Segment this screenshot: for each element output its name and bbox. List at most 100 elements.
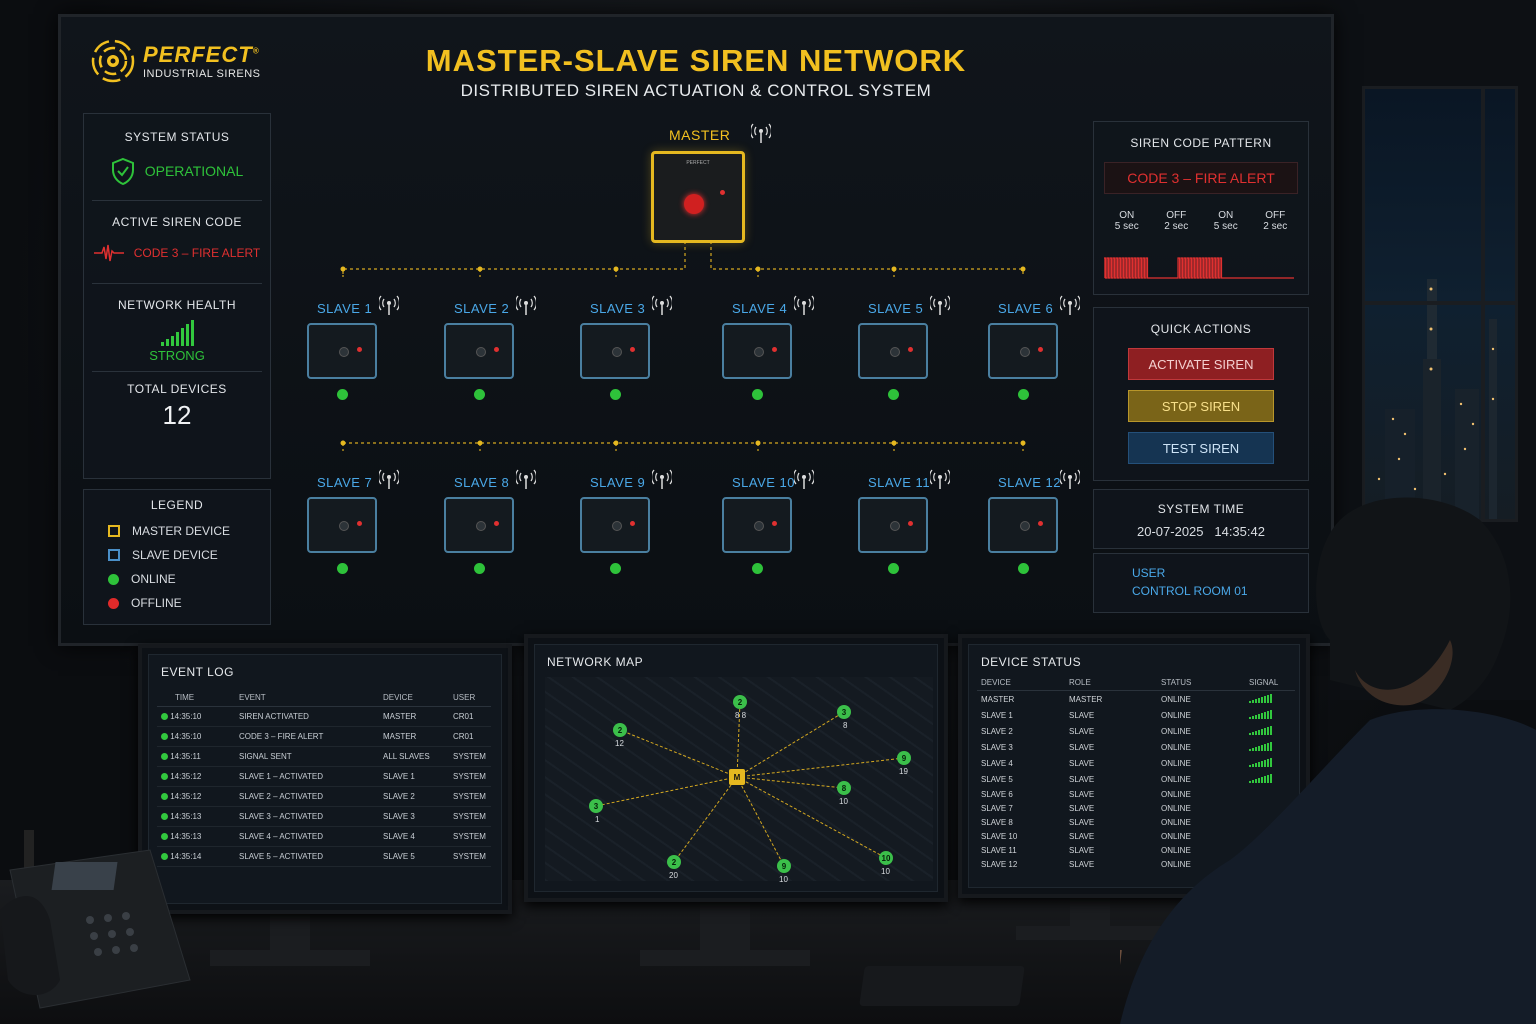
map-node[interactable]: 10 (879, 851, 893, 865)
total-devices-label: TOTAL DEVICES (127, 382, 227, 396)
map-node[interactable]: 2 (733, 695, 747, 709)
cell-text: SIGNAL SENT (239, 752, 292, 761)
table-cell: SLAVE (1069, 831, 1095, 841)
table-cell: SLAVE 1 – ACTIVATED (235, 766, 379, 787)
siren-button-icon (339, 347, 349, 357)
slave-device[interactable] (988, 323, 1058, 379)
signal-bars-icon (1249, 709, 1272, 719)
master-device[interactable]: PERFECT (651, 151, 745, 243)
cell-text: 14:35:12 (170, 792, 202, 801)
slave-device[interactable] (307, 323, 377, 379)
online-status-dot (337, 389, 348, 400)
table-cell: MASTER (379, 706, 449, 727)
slave-device[interactable] (444, 497, 514, 553)
signal-bars-icon (1249, 757, 1272, 767)
column-header: TIME (157, 689, 235, 707)
slave-label: SLAVE 4 (732, 301, 788, 316)
map-node[interactable]: 3 (837, 705, 851, 719)
siren-button-icon (1020, 521, 1030, 531)
monitor-stand (210, 950, 370, 966)
pattern-waveform (1104, 257, 1294, 279)
stop-siren-button[interactable]: STOP SIREN (1128, 390, 1274, 422)
legend-item: OFFLINE (108, 596, 270, 610)
map-node[interactable]: 9 (777, 859, 791, 873)
slave-device[interactable] (722, 323, 792, 379)
map-node[interactable]: 2 (613, 723, 627, 737)
cell-text: SLAVE 5 (383, 852, 415, 861)
monitor-stand (1016, 926, 1166, 940)
antenna-icon (794, 469, 814, 489)
table-cell: SIREN ACTIVATED (235, 706, 379, 727)
map-node-label: 8 (843, 721, 848, 730)
active-code-value: CODE 3 – FIRE ALERT (133, 246, 261, 260)
table-cell: SLAVE 5 (981, 774, 1013, 784)
map-node[interactable]: 9 (897, 751, 911, 765)
test-siren-button[interactable]: TEST SIREN (1128, 432, 1274, 464)
cell-text: 14:35:13 (170, 812, 202, 821)
status-led-icon (1038, 521, 1043, 526)
slave-device[interactable] (580, 323, 650, 379)
legend-title: LEGEND (150, 498, 204, 512)
slave-device[interactable] (307, 497, 377, 553)
map-link (595, 776, 738, 807)
quick-actions-panel: QUICK ACTIONS ACTIVATE SIREN STOP SIREN … (1093, 307, 1309, 481)
pulse-waveform-icon (93, 244, 124, 262)
cell-text: SYSTEM (453, 772, 486, 781)
status-led-icon (494, 347, 499, 352)
online-status-dot (752, 389, 763, 400)
antenna-icon (516, 295, 536, 315)
slave-device[interactable] (722, 497, 792, 553)
cell-text: CR01 (453, 712, 474, 721)
online-dot-icon (161, 733, 168, 741)
map-node[interactable]: 2 (667, 855, 681, 869)
activate-siren-button[interactable]: ACTIVATE SIREN (1128, 348, 1274, 380)
column-header: USER (449, 689, 491, 707)
siren-button-icon (754, 521, 764, 531)
cell-text: SLAVE 3 (383, 812, 415, 821)
window (1362, 86, 1518, 522)
table-cell: CODE 3 – FIRE ALERT (235, 726, 379, 747)
slave-device[interactable] (858, 497, 928, 553)
table-cell: SLAVE 4 – ACTIVATED (235, 826, 379, 847)
slave-device[interactable] (858, 323, 928, 379)
cell-text: 14:35:10 (170, 732, 202, 741)
table-cell: SYSTEM (449, 746, 491, 767)
table-cell: 14:35:14 (157, 846, 235, 867)
map-master-marker[interactable]: M (729, 769, 745, 785)
slave-device[interactable] (580, 497, 650, 553)
status-led-icon (357, 347, 362, 352)
map-node[interactable]: 8 (837, 781, 851, 795)
slave-device[interactable] (988, 497, 1058, 553)
segment-duration: 5 sec (1213, 221, 1238, 232)
cell-text: SYSTEM (453, 832, 486, 841)
siren-button-icon (612, 521, 622, 531)
map-node[interactable]: 3 (589, 799, 603, 813)
table-cell: SLAVE 12 (981, 859, 1018, 869)
system-time-panel: SYSTEM TIME 20-07-2025 14:35:42 (1093, 489, 1309, 549)
slave-device[interactable] (444, 323, 514, 379)
cell-text: SLAVE 2 – ACTIVATED (239, 792, 324, 801)
antenna-icon (930, 469, 950, 489)
